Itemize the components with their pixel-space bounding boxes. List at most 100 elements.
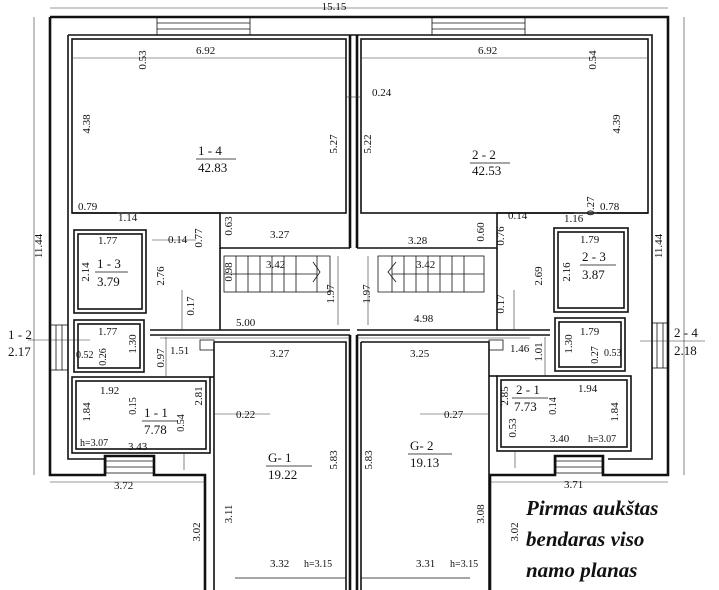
dim-3-32: 3.32 (270, 558, 289, 570)
height-left-garage: h=3.15 (304, 559, 332, 570)
stairs-left (223, 255, 339, 325)
dim-6-92-right: 6.92 (478, 45, 497, 57)
overall-dimensions: 15.15 11.44 11.44 (33, 1, 665, 258)
room-2-2-area: 42.53 (472, 163, 501, 178)
vertical-dimension-labels: 0.53 0.54 4.38 4.39 5.27 5.22 0.63 0.77 … (80, 50, 623, 542)
dim-3-43: 3.43 (128, 441, 148, 453)
dim-0-98: 0.98 (223, 262, 235, 282)
room-2-3-area: 3.87 (582, 267, 605, 282)
dim-1-14: 1.14 (118, 212, 138, 224)
dim-0-14-low: 0.14 (548, 397, 559, 415)
dim-1-84-right: 1.84 (609, 402, 621, 422)
dim-1-97-right: 1.97 (361, 284, 373, 304)
room-2-2-id: 2 - 2 (472, 147, 496, 162)
room-2-1-id: 2 - 1 (516, 382, 540, 397)
dim-1-51: 1.51 (170, 345, 189, 357)
dim-3-40: 3.40 (550, 433, 570, 445)
dim-0-14-mid: 0.14 (168, 234, 188, 246)
dim-3-42-right: 3.42 (416, 259, 435, 271)
dim-0-63: 0.63 (223, 216, 235, 236)
dim-overall-depth-right: 11.44 (653, 233, 665, 258)
room-2-1-area: 7.73 (514, 399, 537, 414)
dim-0-27-mid: 0.27 (444, 409, 464, 421)
dim-0-54-top: 0.54 (587, 50, 599, 70)
dim-3-11: 3.11 (223, 505, 235, 524)
dim-1-79-top: 1.79 (580, 234, 600, 246)
dim-0-52: 0.52 (76, 350, 94, 361)
dim-1-01: 1.01 (533, 342, 545, 361)
dim-4-38: 4.38 (81, 114, 93, 134)
title-line-2: bendaras viso (526, 527, 644, 551)
dim-0-22: 0.22 (236, 409, 255, 421)
dim-3-02-left: 3.02 (191, 522, 203, 541)
dim-1-30-right: 1.30 (563, 334, 575, 354)
dim-3-28: 3.28 (408, 235, 428, 247)
dim-3-02-right: 3.02 (509, 522, 521, 541)
dim-1-16: 1.16 (564, 213, 584, 225)
dim-1-30-left: 1.30 (127, 334, 139, 354)
dim-0-27-top: 0.27 (585, 196, 597, 216)
garage-1-id: G- 1 (268, 450, 291, 465)
dim-overall-width: 15.15 (322, 1, 347, 13)
dim-0-26: 0.26 (98, 348, 109, 366)
dim-0-53-top: 0.53 (137, 50, 149, 70)
title-line-3: namo planas (526, 558, 637, 582)
dim-5-27: 5.27 (328, 134, 340, 154)
dim-overall-depth-left: 11.44 (33, 233, 45, 258)
room-1-3-id: 1 - 3 (97, 256, 121, 271)
stairs-right (367, 255, 485, 325)
garage-2-area: 19.13 (410, 455, 439, 470)
dim-0-17-left: 0.17 (185, 296, 197, 316)
dim-3-42-left: 3.42 (266, 259, 285, 271)
dim-2-81: 2.81 (193, 386, 205, 405)
dim-0-14-top: 0.14 (508, 210, 528, 222)
title-line-1: Pirmas aukštas (525, 496, 658, 520)
dim-0-79: 0.79 (78, 201, 98, 213)
room-2-4-area: 2.18 (674, 343, 697, 358)
dim-0-60: 0.60 (475, 222, 487, 242)
dim-1-92: 1.92 (100, 385, 119, 397)
room-1-3-area: 3.79 (97, 274, 120, 289)
dim-4-39: 4.39 (611, 114, 623, 134)
dim-0-76: 0.76 (495, 226, 507, 246)
dim-1-77-mid: 1.77 (98, 326, 118, 338)
dim-2-76: 2.76 (155, 266, 167, 286)
dim-1-84-left: 1.84 (81, 402, 93, 422)
dimension-lines (28, 7, 705, 483)
dim-1-77-top: 1.77 (98, 235, 118, 247)
dim-3-72: 3.72 (114, 480, 133, 492)
room-1-2-id: 1 - 2 (8, 327, 32, 342)
dim-0-78: 0.78 (600, 201, 620, 213)
dim-1-97-left: 1.97 (325, 284, 337, 304)
room-1-4-id: 1 - 4 (198, 143, 222, 158)
height-left-room: h=3.07 (80, 438, 108, 449)
dim-2-85: 2.85 (499, 386, 511, 406)
dim-0-54-low: 0.54 (176, 414, 187, 432)
dim-0-53-low: 0.53 (507, 418, 519, 438)
room-1-2-area: 2.17 (8, 344, 31, 359)
room-1-1-area: 7.78 (144, 422, 167, 437)
garage-2-id: G- 2 (410, 438, 433, 453)
room-2-3-id: 2 - 3 (582, 249, 606, 264)
dim-6-92-left: 6.92 (196, 45, 215, 57)
dim-2-14: 2.14 (80, 262, 92, 282)
dim-0-77: 0.77 (193, 228, 205, 248)
dim-3-08: 3.08 (475, 504, 487, 524)
dim-1-46: 1.46 (510, 343, 530, 355)
dim-0-24: 0.24 (372, 87, 392, 99)
room-labels: 1 - 4 42.83 2 - 2 42.53 1 - 3 3.79 2 - 3… (8, 143, 698, 482)
height-labels: h=3.07 h=3.07 h=3.15 h=3.15 (80, 434, 616, 570)
horizontal-dimension-labels: 6.92 6.92 0.24 0.79 1.14 0.14 1.16 0.78 … (76, 45, 622, 570)
dim-0-17-right: 0.17 (495, 294, 507, 314)
dim-3-25: 3.25 (410, 348, 430, 360)
dim-0-97: 0.97 (155, 348, 167, 368)
room-1-4-area: 42.83 (198, 160, 227, 175)
dim-2-69: 2.69 (533, 266, 545, 286)
dim-1-79-mid: 1.79 (580, 326, 600, 338)
dim-0-53: 0.53 (604, 348, 622, 359)
dim-4-98: 4.98 (414, 313, 434, 325)
garage-1-area: 19.22 (268, 467, 297, 482)
dim-0-27-low: 0.27 (590, 346, 601, 364)
dim-1-94: 1.94 (578, 383, 598, 395)
